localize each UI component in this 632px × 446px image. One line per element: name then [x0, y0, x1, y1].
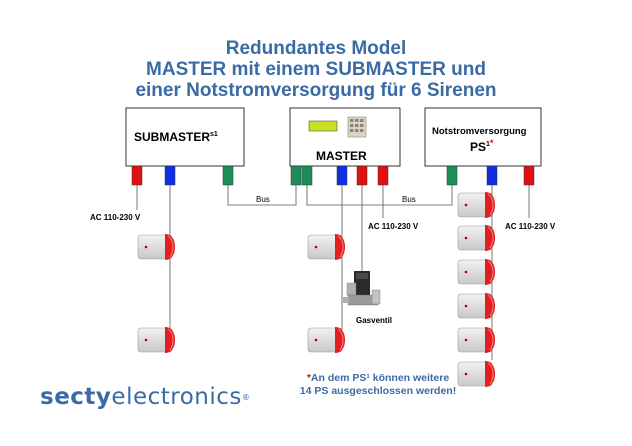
siren-icon: [457, 326, 496, 354]
note-star: *: [306, 372, 311, 384]
siren-icon: [457, 224, 496, 252]
power-connector-green: [446, 165, 458, 186]
power-supply-unit: Notstromversorgung PS1*: [424, 107, 542, 167]
master-connector-red-2: [377, 165, 389, 186]
ac-label-left: AC 110-230 V: [90, 213, 141, 222]
lcd-display-icon: [308, 120, 338, 132]
ac-label-mid: AC 110-230 V: [368, 222, 419, 231]
submaster-connector-green: [222, 165, 234, 186]
master-label: MASTER: [316, 149, 367, 163]
title-line-2: MASTER mit einem SUBMASTER und: [146, 59, 486, 80]
power-label: Notstromversorgung: [432, 126, 527, 137]
submaster-label: SUBMASTERs1: [134, 130, 218, 144]
siren-icon: [307, 326, 346, 354]
submaster-connector-blue: [164, 165, 176, 186]
siren-icon: [137, 233, 176, 261]
connectors: [131, 165, 535, 186]
siren-icon: [457, 191, 496, 219]
keypad-icon: [347, 116, 367, 138]
siren-icon: [137, 326, 176, 354]
master-unit: MASTER: [289, 107, 401, 167]
title-line-1: Redundantes Model: [225, 38, 407, 59]
master-connector-blue: [336, 165, 348, 186]
diagram-title: Redundantes Model MASTER mit einem SUBMA…: [0, 38, 632, 101]
note-line-1: An dem PS¹ können weitere: [310, 372, 450, 384]
bus-label-right: Bus: [402, 195, 416, 204]
gas-valve-icon: [343, 271, 381, 306]
siren-icon: [457, 292, 496, 320]
submaster-unit: SUBMASTERs1: [125, 107, 245, 167]
title-line-3: einer Notstromversorgung für 6 Sirenen: [135, 80, 497, 101]
siren-icon: [307, 233, 346, 261]
master-connector-green-1: [290, 165, 302, 186]
note-line-2: 14 PS ausgeschlossen werden!: [299, 385, 457, 397]
ac-label-right: AC 110-230 V: [505, 222, 556, 231]
bus-label-left: Bus: [256, 195, 270, 204]
power-connector-blue: [486, 165, 498, 186]
expansion-note: *An dem PS¹ können weitere 14 PS ausgesc…: [268, 372, 488, 398]
master-connector-red-1: [356, 165, 368, 186]
power-connector-red: [523, 165, 535, 186]
company-logo: sectyelectronics®: [40, 384, 251, 410]
siren-icon: [457, 258, 496, 286]
gasventil-label: Gasventil: [356, 316, 392, 325]
submaster-connector-red: [131, 165, 143, 186]
master-connector-green-2: [301, 165, 313, 186]
power-sub-label: PS1*: [470, 138, 494, 154]
